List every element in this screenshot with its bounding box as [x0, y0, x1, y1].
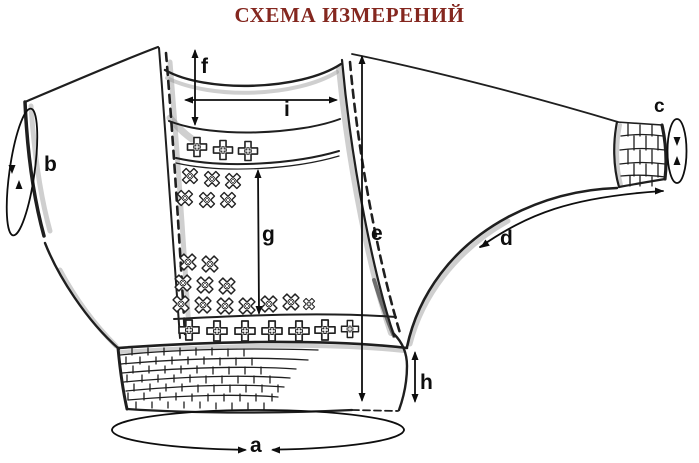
measure-arrow-i — [184, 96, 338, 104]
center-panel-outline — [163, 58, 397, 338]
bottom-cross-motif-band — [178, 319, 360, 342]
measure-label-i: i — [284, 98, 290, 121]
cuff-brick-pattern — [619, 123, 666, 187]
measurement-letters: a b c d e f g h i — [44, 55, 665, 457]
measure-label-d: d — [500, 227, 513, 250]
right-sleeve-outline — [351, 53, 668, 349]
hem-band-outline — [116, 332, 409, 414]
measure-label-a: a — [250, 434, 262, 457]
lower-x-motif-cluster — [169, 250, 318, 318]
measure-label-e: e — [371, 222, 383, 245]
page-title: СХЕМА ИЗМЕРЕНИЙ — [234, 3, 465, 27]
measure-arrow-g — [254, 169, 263, 315]
measure-ellipse-a — [111, 409, 405, 454]
measure-ellipse-b — [5, 107, 39, 237]
measure-label-c: c — [654, 96, 665, 117]
measure-label-h: h — [420, 371, 433, 394]
measure-arrow-d — [479, 187, 664, 248]
measure-ellipse-c — [666, 118, 688, 184]
measure-label-f: f — [201, 55, 209, 78]
upper-x-motif-cluster — [174, 165, 245, 212]
measure-label-g: g — [262, 223, 275, 246]
left-sleeve-outline — [23, 45, 181, 351]
left-raglan-dashed-seam — [164, 51, 187, 336]
measure-arrow-f — [191, 49, 199, 126]
neckband-cross-motifs — [186, 136, 259, 162]
measure-arrow-e — [358, 55, 366, 402]
hem-brick-pattern — [119, 347, 319, 410]
measure-arrow-h — [411, 351, 419, 403]
measure-label-b: b — [44, 153, 57, 176]
